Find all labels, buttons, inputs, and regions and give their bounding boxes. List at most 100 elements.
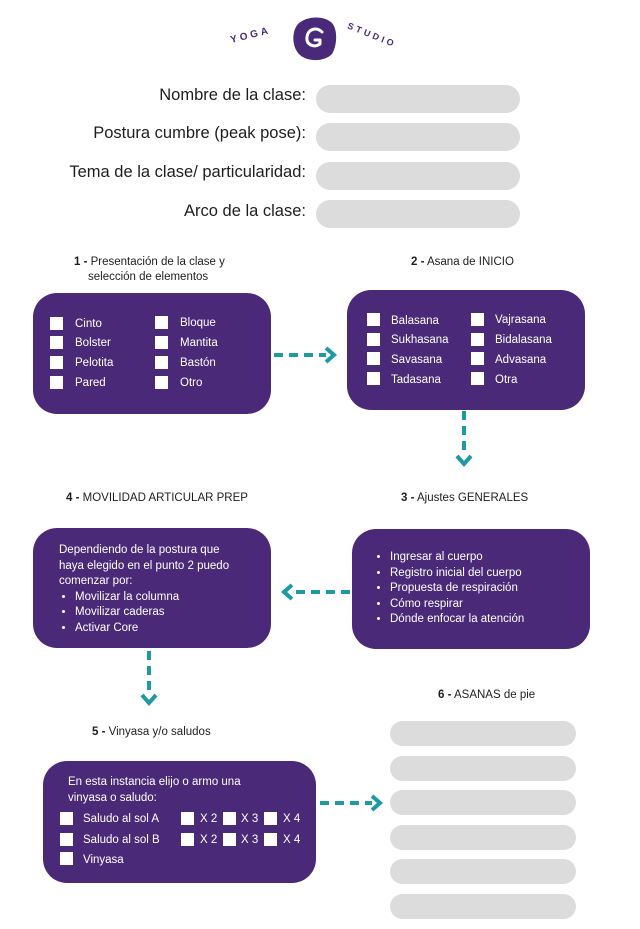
section-3-title-text: Ajustes GENERALES bbox=[416, 492, 529, 504]
checkbox-bidalasana[interactable] bbox=[471, 333, 484, 346]
checkbox-label-bloque: Bloque bbox=[180, 317, 216, 329]
checkbox-label-baston: Bastón bbox=[180, 357, 216, 369]
asana-input-2[interactable] bbox=[390, 756, 576, 781]
section-4-title-text: MOVILIDAD ARTICULAR PREP bbox=[82, 492, 248, 504]
checkbox-label-balasana: Balasana bbox=[391, 315, 439, 327]
checkbox-vinyasa[interactable] bbox=[60, 852, 73, 865]
section-3-number: 3 - bbox=[401, 492, 415, 504]
checkbox-otro[interactable] bbox=[155, 376, 168, 389]
checkbox-sukhasana[interactable] bbox=[367, 333, 380, 346]
checkbox-saludo-b-x3[interactable] bbox=[223, 833, 236, 846]
checkbox-label-pelotita: Pelotita bbox=[75, 357, 114, 369]
section-4-intro-line3: comenzar por: bbox=[59, 575, 133, 587]
checkbox-label-saludo-a-x4: X 4 bbox=[283, 813, 301, 825]
section-1-number: 1 - bbox=[74, 256, 88, 268]
arrowhead-3 bbox=[280, 583, 294, 601]
checkbox-label-saludo-b: Saludo al sol B bbox=[83, 834, 160, 846]
checkbox-savasana[interactable] bbox=[367, 352, 380, 365]
checkbox-label-pared: Pared bbox=[75, 377, 106, 389]
checkbox-saludo-a-x3[interactable] bbox=[223, 812, 236, 825]
checkbox-saludo-a-x4[interactable] bbox=[264, 812, 277, 825]
checkbox-label-savasana: Savasana bbox=[391, 354, 443, 366]
arrowhead-5 bbox=[370, 794, 384, 812]
checkbox-label-sukhasana: Sukhasana bbox=[391, 334, 449, 346]
arrowhead-4 bbox=[140, 693, 158, 707]
checkbox-bolster[interactable] bbox=[50, 336, 63, 349]
section-6-title: 6 - ASANAS de pie bbox=[438, 688, 535, 703]
checkbox-vajrasana[interactable] bbox=[471, 313, 484, 326]
section-5-intro-line1: En esta instancia elijo o armo una bbox=[68, 776, 241, 788]
section-2-box: Balasana Vajrasana Sukhasana Bidalasana … bbox=[347, 290, 585, 410]
checkbox-saludo-b-x4[interactable] bbox=[264, 833, 277, 846]
checkbox-otra[interactable] bbox=[471, 372, 484, 385]
checkbox-label-otro: Otro bbox=[180, 377, 203, 389]
checkbox-label-advasana: Advasana bbox=[495, 354, 547, 366]
section-2-number: 2 - bbox=[411, 256, 425, 268]
checkbox-pelotita[interactable] bbox=[50, 356, 63, 369]
section-2-title: 2 - Asana de INICIO bbox=[411, 255, 514, 270]
section-1-title-line2: selección de elementos bbox=[88, 271, 209, 283]
checkbox-label-saludo-b-x2: X 2 bbox=[200, 834, 218, 846]
checkbox-saludo-b-x2[interactable] bbox=[181, 833, 194, 846]
section-4-intro-line1: Dependiendo de la postura que bbox=[59, 544, 220, 556]
asana-input-5[interactable] bbox=[390, 859, 576, 884]
checkbox-label-mantita: Mantita bbox=[180, 337, 218, 349]
section-3-title: 3 - Ajustes GENERALES bbox=[401, 491, 528, 506]
section-5-title-text: Vinyasa y/o saludos bbox=[108, 726, 211, 738]
checkbox-label-vinyasa: Vinyasa bbox=[83, 854, 124, 866]
list-item: Registro inicial del cuerpo bbox=[390, 566, 524, 582]
section-2-title-text: Asana de INICIO bbox=[426, 256, 514, 268]
list-item: Cómo respirar bbox=[390, 597, 524, 613]
logo-mark bbox=[293, 17, 337, 61]
field-input-postura[interactable] bbox=[316, 123, 520, 151]
section-5-intro: En esta instancia elijo o armo una vinya… bbox=[68, 775, 241, 806]
list-item: Movilizar la columna bbox=[75, 590, 229, 606]
field-label-arco: Arco de la clase: bbox=[184, 202, 306, 220]
checkbox-baston[interactable] bbox=[155, 356, 168, 369]
field-input-tema[interactable] bbox=[316, 162, 520, 190]
section-1-box: Cinto Bloque Bolster Mantita Pelotita Ba… bbox=[33, 293, 271, 414]
asana-input-4[interactable] bbox=[390, 825, 576, 850]
logo: YOGA STUDIO bbox=[228, 14, 400, 62]
section-5-title: 5 - Vinyasa y/o saludos bbox=[92, 725, 211, 740]
checkbox-mantita[interactable] bbox=[155, 336, 168, 349]
section-4-number: 4 - bbox=[66, 492, 80, 504]
field-input-arco[interactable] bbox=[316, 200, 520, 228]
checkbox-pared[interactable] bbox=[50, 376, 63, 389]
checkbox-cinto[interactable] bbox=[50, 317, 63, 330]
checkbox-advasana[interactable] bbox=[471, 352, 484, 365]
list-item: Propuesta de respiración bbox=[390, 581, 524, 597]
field-input-nombre[interactable] bbox=[316, 85, 520, 113]
checkbox-label-saludo-a-x2: X 2 bbox=[200, 813, 218, 825]
arrowhead-2 bbox=[455, 454, 473, 468]
checkbox-label-saludo-a: Saludo al sol A bbox=[83, 813, 160, 825]
asana-input-3[interactable] bbox=[390, 790, 576, 815]
section-4-list: Movilizar la columna Movilizar caderas A… bbox=[57, 590, 229, 637]
checkbox-bloque[interactable] bbox=[155, 316, 168, 329]
checkbox-saludo-a-x2[interactable] bbox=[181, 812, 194, 825]
section-5-box: En esta instancia elijo o armo una vinya… bbox=[43, 761, 316, 883]
checkbox-label-saludo-b-x4: X 4 bbox=[283, 834, 301, 846]
checkbox-label-cinto: Cinto bbox=[75, 318, 102, 330]
section-4-title: 4 - MOVILIDAD ARTICULAR PREP bbox=[66, 491, 248, 506]
asana-input-6[interactable] bbox=[390, 894, 576, 919]
checkbox-saludo-b[interactable] bbox=[60, 833, 73, 846]
section-6-title-text: ASANAS de pie bbox=[453, 689, 536, 701]
checkbox-balasana[interactable] bbox=[367, 313, 380, 326]
asana-input-1[interactable] bbox=[390, 721, 576, 746]
field-label-tema: Tema de la clase/ particularidad: bbox=[69, 163, 306, 181]
section-5-intro-line2: vinyasa o saludo: bbox=[68, 791, 157, 804]
section-5-number: 5 - bbox=[92, 726, 106, 738]
section-1-title: 1 - Presentación de la clase y bbox=[74, 255, 225, 270]
checkbox-label-saludo-a-x3: X 3 bbox=[241, 813, 259, 825]
checkbox-label-tadasana: Tadasana bbox=[391, 374, 441, 386]
checkbox-tadasana[interactable] bbox=[367, 372, 380, 385]
section-1-title-line1: Presentación de la clase y bbox=[90, 256, 225, 268]
field-label-nombre: Nombre de la clase: bbox=[159, 86, 306, 104]
section-3-list: Ingresar al cuerpo Registro inicial del … bbox=[372, 550, 524, 628]
checkbox-saludo-a[interactable] bbox=[60, 812, 73, 825]
checkbox-label-bidalasana: Bidalasana bbox=[495, 334, 552, 346]
field-label-postura: Postura cumbre (peak pose): bbox=[93, 124, 306, 142]
checkbox-label-saludo-b-x3: X 3 bbox=[241, 834, 259, 846]
section-4-intro-line2: haya elegido en el punto 2 puedo bbox=[59, 559, 230, 572]
